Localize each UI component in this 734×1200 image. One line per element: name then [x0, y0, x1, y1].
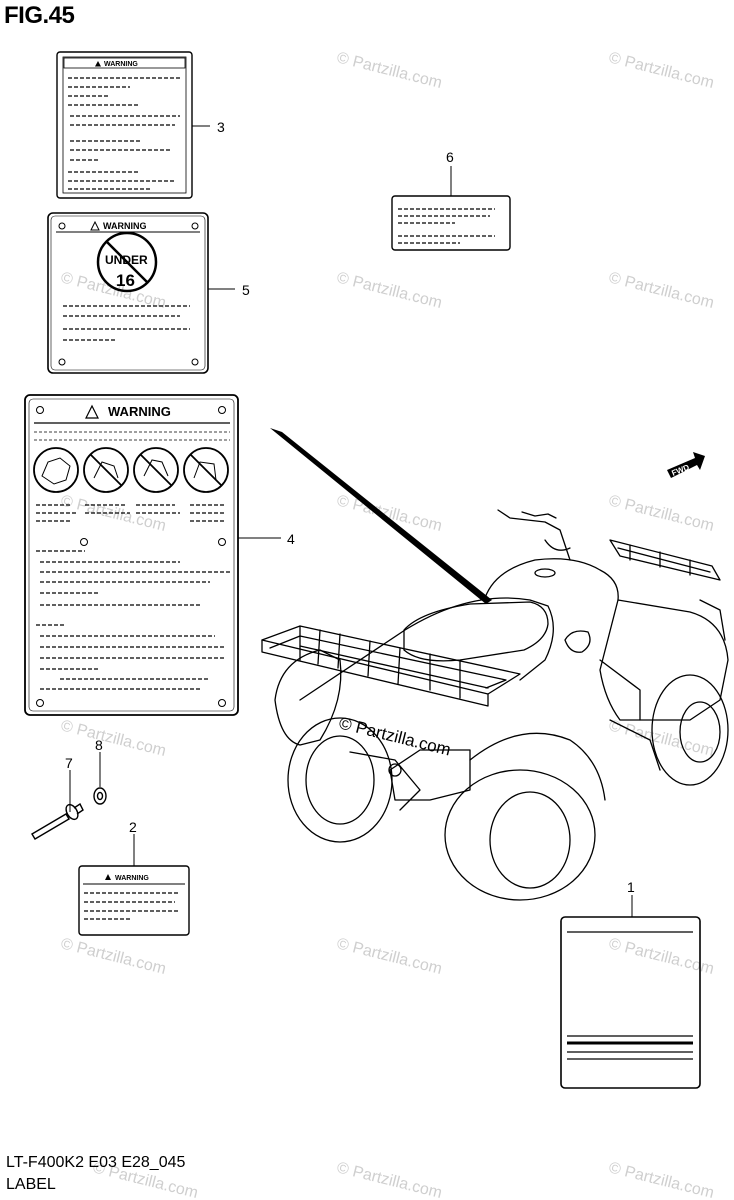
callout-7: 7: [65, 755, 73, 771]
watermark: © Partzilla.com: [335, 935, 444, 978]
atv-illustration: [261, 509, 729, 901]
fwd-arrow-text: FWD: [670, 463, 690, 478]
watermark: © Partzilla.com: [335, 269, 444, 312]
label-4-warning-text: WARNING: [108, 404, 171, 419]
fwd-arrow-icon: [667, 452, 705, 478]
watermark: © Partzilla.com: [607, 717, 716, 760]
label-5-warning-text: WARNING: [103, 221, 147, 231]
watermark: © Partzilla.com: [607, 49, 716, 92]
callout-2: 2: [129, 819, 137, 835]
watermark: © Partzilla.com: [59, 935, 168, 978]
label-part-1: [560, 916, 701, 1089]
label-part-3: [56, 51, 193, 199]
label-2-warning-text: WARNING: [115, 875, 149, 882]
watermark: © Partzilla.com: [59, 492, 168, 535]
watermark: © Partzilla.com: [59, 717, 168, 760]
section-label: LABEL: [6, 1176, 56, 1193]
watermark: © Partzilla.com: [607, 269, 716, 312]
label-part-4: [24, 394, 239, 716]
location-pointer: [270, 428, 492, 604]
callout-8: 8: [95, 737, 103, 753]
watermark: © Partzilla.com: [607, 1159, 716, 1200]
callout-1: 1: [627, 879, 635, 895]
rivet-part-7: [31, 802, 84, 840]
figure-code: LT-F400K2 E03 E28_045: [6, 1154, 186, 1171]
callout-6: 6: [446, 149, 454, 165]
callout-4: 4: [287, 531, 295, 547]
watermarks: © Partzilla.com © Partzilla.com © Partzi…: [59, 49, 716, 1200]
watermark: © Partzilla.com: [607, 492, 716, 535]
label-3-warning-text: WARNING: [104, 61, 138, 68]
age-sign-number-text: 16: [116, 271, 135, 290]
label-part-5: [47, 212, 209, 374]
watermark: © Partzilla.com: [335, 492, 444, 535]
leader-lines: [69, 125, 633, 917]
callout-3: 3: [217, 119, 225, 135]
callout-5: 5: [242, 282, 250, 298]
washer-part-8: [93, 787, 107, 805]
figure-title: FIG.45: [4, 2, 75, 29]
watermark: © Partzilla.com: [335, 1159, 444, 1200]
label-part-6: [391, 195, 511, 251]
age-sign-top-text: UNDER: [105, 253, 148, 267]
watermark: © Partzilla.com: [335, 49, 444, 92]
